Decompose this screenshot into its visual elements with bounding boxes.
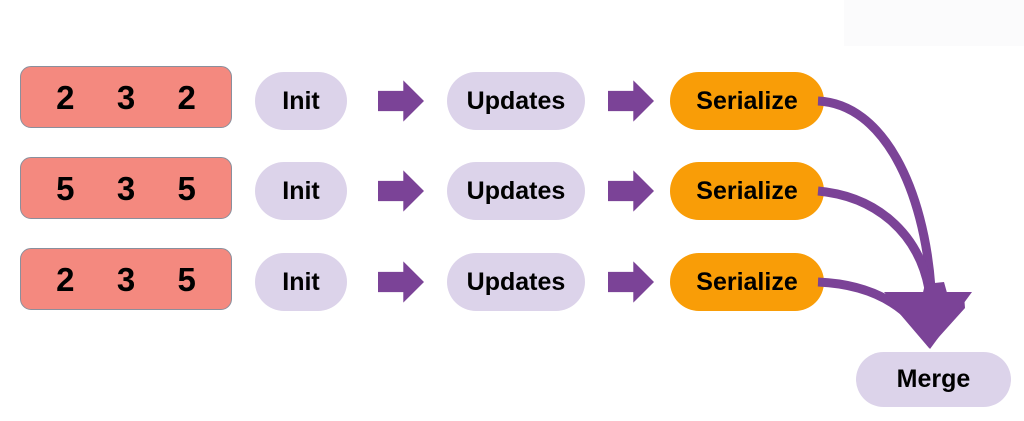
stage-updates-row-3[interactable]: Updates xyxy=(447,253,585,311)
stage-label: Serialize xyxy=(696,86,798,115)
merge-arrowhead-triangle-icon xyxy=(884,292,972,349)
stage-serialize-row-1[interactable]: Serialize xyxy=(670,72,824,130)
stage-label: Updates xyxy=(466,176,566,205)
data-box-row-1: 2 3 2 xyxy=(20,66,232,128)
stage-label: Updates xyxy=(466,86,566,115)
data-cell: 2 xyxy=(56,260,75,298)
stage-init-row-3[interactable]: Init xyxy=(255,253,347,311)
stage-merge[interactable]: Merge xyxy=(856,352,1011,407)
background-tint xyxy=(844,0,1024,46)
arrow-right-icon xyxy=(608,80,654,122)
data-cell: 2 xyxy=(177,78,196,116)
stage-updates-row-2[interactable]: Updates xyxy=(447,162,585,220)
arrow-right-icon xyxy=(378,170,424,212)
data-cell: 5 xyxy=(177,169,196,207)
data-box-row-2: 5 3 5 xyxy=(20,157,232,219)
connector-row-3 xyxy=(817,277,917,324)
stage-serialize-row-3[interactable]: Serialize xyxy=(670,253,824,311)
stage-serialize-row-2[interactable]: Serialize xyxy=(670,162,824,220)
stage-label: Init xyxy=(282,86,320,115)
arrow-right-icon xyxy=(608,261,654,303)
stage-init-row-1[interactable]: Init xyxy=(255,72,347,130)
stage-label: Init xyxy=(282,267,320,296)
connector-row-1 xyxy=(817,96,936,289)
stage-label: Init xyxy=(282,176,320,205)
data-cell: 5 xyxy=(177,260,196,298)
arrow-right-icon xyxy=(608,170,654,212)
stage-label: Serialize xyxy=(696,176,798,205)
stage-init-row-2[interactable]: Init xyxy=(255,162,347,220)
merge-arrowhead-icon xyxy=(888,282,965,348)
data-cell: 2 xyxy=(56,78,75,116)
connector-row-2 xyxy=(817,186,934,290)
stage-label: Serialize xyxy=(696,267,798,296)
data-cell: 5 xyxy=(56,169,75,207)
stage-updates-row-1[interactable]: Updates xyxy=(447,72,585,130)
arrow-right-icon xyxy=(378,80,424,122)
stage-label: Merge xyxy=(896,365,971,393)
arrow-right-icon xyxy=(378,261,424,303)
data-cell: 3 xyxy=(116,169,136,207)
stage-label: Updates xyxy=(466,267,566,296)
data-cell: 3 xyxy=(116,260,136,298)
data-box-row-3: 2 3 5 xyxy=(20,248,232,310)
data-cell: 3 xyxy=(116,78,136,116)
